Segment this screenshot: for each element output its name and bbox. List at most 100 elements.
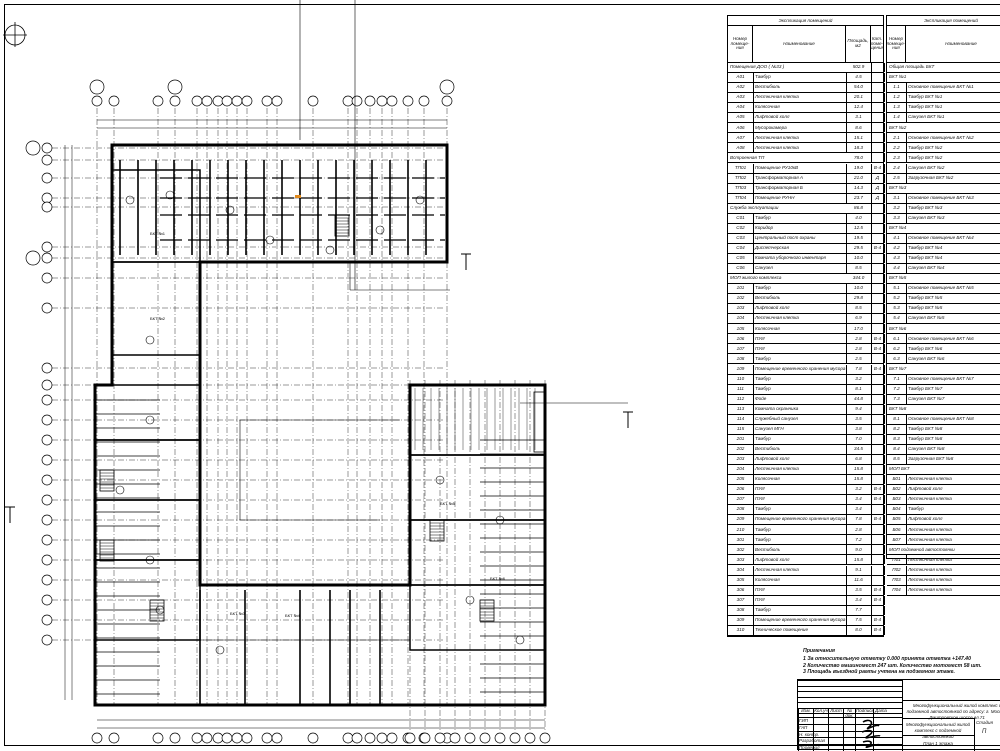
cell-group: БКТ №5 [889,275,907,281]
title-block-column: Дата [873,708,888,751]
cell-area: 3.8 [855,426,862,432]
cell-no: 3.2 [893,204,900,210]
cell-name: Диспетчерская [755,245,789,251]
signature-icon [861,719,881,749]
cell-name: Лестничная клетка [908,526,952,532]
cell-area: 4.5 [855,74,862,80]
cell-area: 9.0 [855,546,862,552]
cell-no: ТП02 [734,174,747,180]
cell-area: 4.0 [855,214,862,220]
cell-cat [871,284,884,293]
cell-no: 4.1 [893,235,900,241]
cell-cat [871,405,884,414]
cell-area: 11.6 [854,576,863,582]
cell-area: 3.5 [855,415,862,421]
cell-name: Основное помещение БКТ №5 [908,285,974,291]
cell-name: Лестничная клетка [755,315,799,321]
cell-name: Трансформаторная А [755,174,804,180]
title-block-column: Изм. [798,708,813,751]
cell-area: 2.8 [855,345,862,351]
cell-area: 8.0 [855,627,862,633]
cell-name: Тамбур БКТ №8 [908,426,943,432]
grid-axis-bubble [342,732,354,744]
grid-axis-bubble [221,95,233,107]
cell-group: Помещения ДОО ( №33 ) [730,64,785,70]
cell-cat: Д [875,194,880,200]
cell-area: 7.8 [855,516,862,522]
cell-name: Лестничная клетка [908,566,952,572]
cell-cat [871,83,884,92]
notes-title: Примечания [803,648,835,654]
cell-name: Санузел БКТ №7 [908,395,945,401]
cell-cat [871,224,884,233]
room-label: БКТ №4 [285,613,301,618]
cell-no: 303 [736,556,745,562]
cell-area: 344.0 [852,275,865,281]
cell-name: Колясочная [755,476,780,482]
cell-no: 309 [736,616,745,622]
grid-axis-bubble [169,732,181,744]
cell-no: 7.2 [893,385,900,391]
cell-cat [871,354,884,363]
cell-no: Б02 [892,486,901,492]
cell-cat [871,274,884,283]
cell-no: С05 [736,255,745,261]
cell-no: 206 [736,486,745,492]
cell-no: С04 [736,245,745,251]
grid-axis-bubble [376,95,388,107]
cell-name: Санузел БКТ №4 [908,265,945,271]
cell-no: 202 [736,446,745,452]
role-label: Разработал [799,737,902,744]
cell-cat [871,113,884,122]
cell-no: 3.3 [893,214,900,220]
grid-axis-bubble [261,95,273,107]
table-row: Помещения ДОО ( №33 )502.9 [728,63,885,74]
cell-name: Лифтовой холл [755,456,790,462]
cell-cat [871,133,884,142]
cell-name: Тамбур [755,385,771,391]
cell-name: Лестничная клетка [908,496,952,502]
cell-cat [871,555,884,564]
role-label: ГАП [799,723,902,731]
object-name: Многофункциональный жилой комплекс с под… [902,718,974,740]
grid-axis-bubble [261,732,273,744]
cell-name: Санузел БКТ №8 [908,446,945,452]
cell-cat [871,375,884,384]
cell-name: Тамбур БКТ №4 [908,255,943,261]
cell-no: 6.1 [893,335,900,341]
cell-no: 101 [736,285,745,291]
cell-cat [871,395,884,404]
cell-name: Лестничная клетка [755,466,799,472]
grid-axis-bubble [152,732,164,744]
cell-no: Б01 [892,476,901,482]
cell-name: Лестничная клетка [908,536,952,542]
cell-no: 304 [736,566,745,572]
cell-name: Санузел [755,265,773,271]
cell-no: 208 [736,506,745,512]
table-row: БКТ №4 [887,224,1000,234]
grid-axis-bubble [152,95,164,107]
cell-group: БКТ №4 [889,225,907,231]
cell-cat [871,304,884,313]
grid-axis-bubble [169,95,181,107]
cell-group: Встроенная ТП [730,154,765,160]
table-row: Общая площадь БКТ [887,63,1000,74]
cell-name: Основное помещение БКТ №6 [908,335,974,341]
cell-no: 2.2 [893,144,900,150]
cell-name: Санузел БКТ №3 [908,214,945,220]
